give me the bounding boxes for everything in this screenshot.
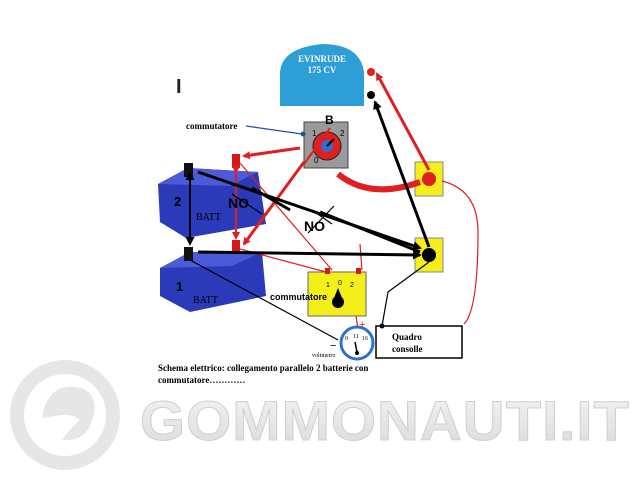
selector-switch-label: commutatore	[186, 121, 237, 131]
engine-positive-terminal	[367, 68, 375, 76]
small-switch-label: commutatore	[270, 292, 327, 302]
watermark-text: GOMMONAUTI.IT	[140, 389, 630, 452]
voltmeter-label: voltmetro	[312, 353, 335, 359]
engine-body	[280, 44, 364, 106]
battery-1-label: BATT	[193, 295, 218, 306]
negative-junction-stud	[422, 248, 436, 262]
battery-2-positive-post	[232, 154, 240, 168]
battery-1-positive-post	[232, 240, 240, 254]
caption-line2: commutatore…………	[158, 375, 245, 385]
console-negative-wire	[381, 261, 430, 327]
engine: EVINRUDE 175 CV	[280, 44, 364, 106]
watermark-logo	[10, 360, 120, 470]
console-panel: Quadro consolle	[375, 325, 463, 359]
battery-2: 2 BATT	[158, 168, 266, 238]
battery-2-label: BATT	[196, 212, 221, 223]
positive-junction-stud	[422, 172, 436, 186]
engine-name: EVINRUDE	[298, 54, 346, 64]
red-wires	[232, 72, 431, 273]
voltmeter: 0 11 16	[339, 325, 375, 361]
no-mark-1: NO	[228, 195, 249, 211]
small-switch-pos0: 0	[338, 280, 342, 287]
selector-switch: B 1 2 0	[303, 113, 349, 169]
roman-numeral: I	[176, 76, 182, 98]
no-mark-2-strike-b	[311, 209, 333, 225]
console-positive-wire	[441, 180, 479, 325]
battery-2-number: 2	[174, 194, 181, 209]
selector-switch-label-dot	[300, 131, 306, 137]
small-switch-pin-2	[356, 268, 361, 274]
console-negative-terminal	[379, 323, 385, 329]
small-switch-pos2: 2	[350, 282, 354, 289]
voltmeter-negative-wire	[189, 259, 339, 341]
battery-1: 1 BATT	[160, 252, 266, 312]
black-wires	[185, 100, 431, 260]
voltmeter-plus: +	[359, 319, 365, 331]
selector-switch-top: B	[325, 113, 334, 127]
small-switch: 1 0 2	[307, 271, 367, 317]
battery-2-negative-post	[184, 163, 193, 177]
selector-switch-label-leader	[245, 125, 303, 135]
console-line2: consolle	[392, 344, 423, 354]
battery-1-negative-post	[184, 247, 193, 261]
voltmeter-scale-0: 0	[345, 336, 348, 342]
voltmeter-scale-16: 16	[362, 336, 368, 342]
console-line1: Quadro	[392, 332, 422, 342]
small-switch-pos1: 1	[326, 282, 330, 289]
selector-switch-pos0: 0	[314, 156, 319, 165]
selector-switch-pos2: 2	[340, 129, 345, 138]
battery-1-number: 1	[176, 279, 183, 294]
no-mark-1-strike	[231, 193, 263, 215]
no-mark-2-strike-a	[307, 205, 335, 234]
engine-power: 175 CV	[308, 65, 337, 75]
engine-negative-terminal	[367, 91, 375, 99]
small-switch-pin-1	[325, 268, 330, 274]
caption-line1: Schema elettrico: collegamento parallelo…	[158, 363, 368, 373]
voltmeter-scale-11: 11	[353, 334, 359, 340]
voltmeter-minus: −	[330, 340, 336, 352]
selector-switch-pos1: 1	[312, 129, 317, 138]
